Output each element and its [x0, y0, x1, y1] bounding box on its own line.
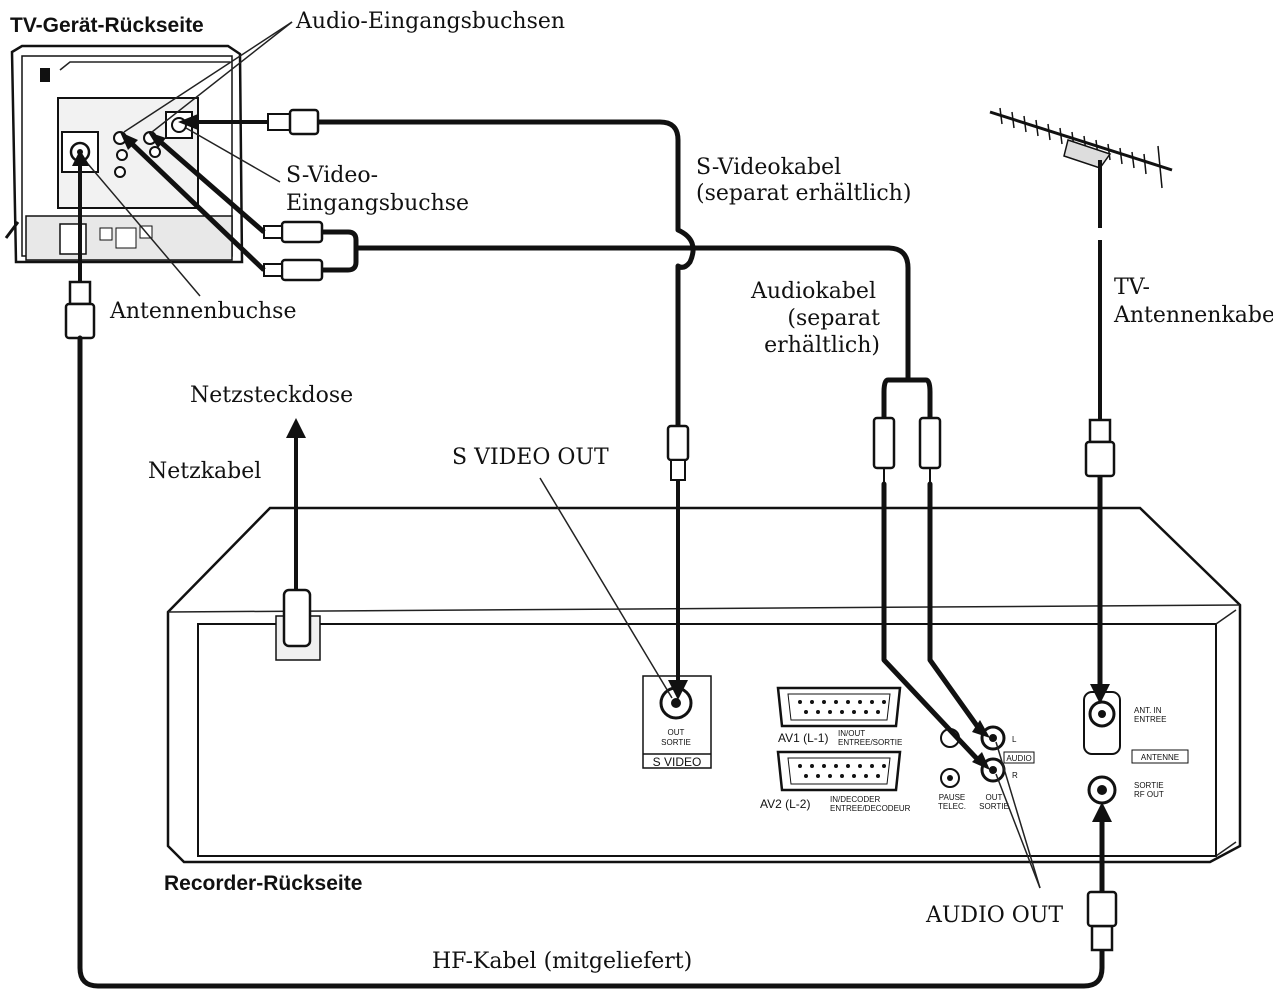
av1-sub1: IN/OUT: [838, 729, 865, 738]
av2-sub2: ENTREE/DECODEUR: [830, 804, 911, 813]
roof-antenna-icon: [989, 107, 1173, 228]
svideo-cable: [178, 108, 696, 700]
tv-back-label: TV-Gerät-Rückseite: [10, 14, 204, 37]
svideo-cable-label-1: S-Videokabel: [696, 155, 841, 180]
pause-label-1: PAUSE: [939, 793, 966, 802]
antenna-socket-label: Antennenbuchse: [109, 299, 297, 324]
svideo-input-label-2: Eingangsbuchse: [286, 191, 469, 216]
svideo-out-label: S VIDEO OUT: [452, 445, 609, 470]
recorder-back: OUT SORTIE S VIDEO AV1 (L-1) IN/OUT ENTR…: [166, 506, 1242, 864]
svideo-input-label-1: S-Video-: [286, 163, 378, 188]
svideo-box-label: S VIDEO: [653, 755, 702, 769]
rf-out-label-1: SORTIE: [1134, 781, 1164, 790]
ant-in-label-1: ANT. IN: [1134, 706, 1162, 715]
audio-cable-label-1: Audiokabel: [750, 279, 876, 304]
antenne-box-label: ANTENNE: [1141, 753, 1179, 762]
audio-box-label: AUDIO: [1006, 754, 1031, 763]
leader-lines: [87, 21, 1041, 889]
power-cable-label: Netzkabel: [148, 459, 261, 484]
hf-cable: [64, 150, 1118, 989]
av2-label: AV2 (L-2): [760, 797, 810, 811]
recorder-back-label: Recorder-Rückseite: [164, 872, 362, 895]
power-outlet-label: Netzsteckdose: [190, 383, 353, 408]
audio-cable-label-3: erhältlich): [764, 333, 880, 358]
audio-out-panel-2: SORTIE: [979, 802, 1009, 811]
tv-antenna-cable: [1084, 240, 1116, 704]
svideo-out-label-2: SORTIE: [661, 738, 691, 747]
audio-l-label: L: [1012, 735, 1017, 744]
power-cable: [286, 418, 306, 590]
svideo-out-label-1: OUT: [668, 728, 685, 737]
audio-cable-label-2: (separat: [787, 306, 880, 331]
rf-out-label-2: RF OUT: [1134, 790, 1164, 799]
audio-cable: [120, 132, 990, 770]
tv-antenna-cable-label-2: Antennenkabel: [1113, 303, 1273, 328]
av1-label: AV1 (L-1): [778, 731, 828, 745]
audio-out-panel-1: OUT: [986, 793, 1003, 802]
tv-antenna-cable-label-1: TV-: [1114, 275, 1150, 300]
audio-inputs-label: Audio-Eingangsbuchsen: [295, 9, 565, 34]
audio-r-label: R: [1012, 771, 1018, 780]
av2-sub1: IN/DECODER: [830, 795, 880, 804]
av1-sub2: ENTREE/SORTIE: [838, 738, 902, 747]
audio-out-label: AUDIO OUT: [925, 903, 1063, 928]
svideo-cable-label-2: (separat erhältlich): [696, 181, 911, 206]
pause-label-2: TELEC.: [938, 802, 966, 811]
hf-cable-label: HF-Kabel (mitgeliefert): [432, 949, 692, 974]
ant-in-label-2: ENTREE: [1134, 715, 1166, 724]
